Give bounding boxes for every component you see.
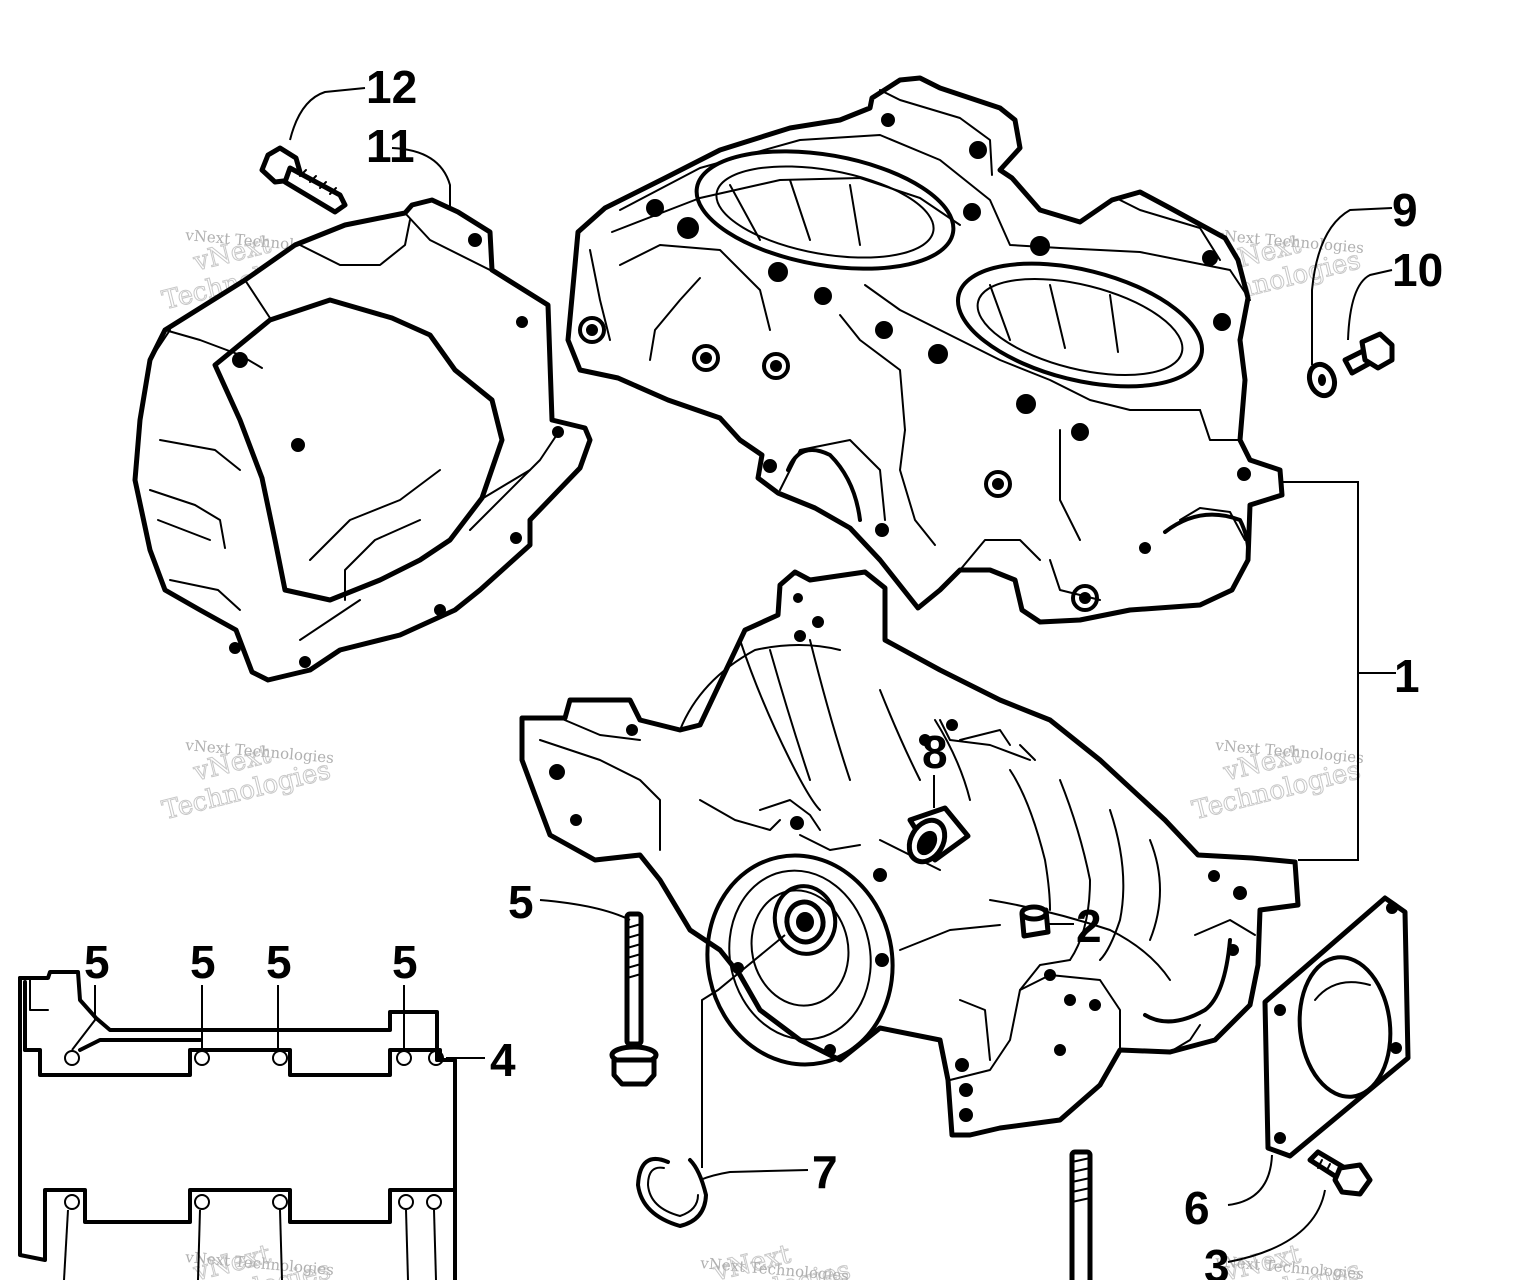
callout-4: 4 bbox=[490, 1034, 516, 1086]
bolt-10 bbox=[259, 145, 348, 215]
callout-7: 9 bbox=[1392, 184, 1418, 236]
leader-lines bbox=[63, 87, 1396, 1280]
callout-1: 1 bbox=[1394, 650, 1420, 702]
callout-10: 12 bbox=[366, 61, 417, 113]
callout-5-inset-c: 5 bbox=[266, 936, 292, 988]
callout-11: 6 bbox=[1184, 1182, 1210, 1234]
stud-bolt-5 bbox=[609, 911, 659, 1087]
gasket-plate-11 bbox=[1262, 895, 1411, 1159]
bolt-3 bbox=[1307, 1149, 1373, 1197]
dowel-sleeve-6 bbox=[906, 805, 971, 865]
washer-7 bbox=[1306, 361, 1338, 399]
callout-8: 10 bbox=[1392, 244, 1443, 296]
inset-gasket-diagram bbox=[18, 970, 457, 1280]
dowel-pin-2 bbox=[1019, 904, 1051, 939]
callout-5-stud: 5 bbox=[508, 876, 534, 928]
callout-3: 3 bbox=[1204, 1240, 1230, 1280]
long-stud bbox=[1069, 1149, 1093, 1280]
callout-labels: 12 11 9 10 1 8 5 2 5 5 5 5 4 7 6 3 bbox=[84, 61, 1443, 1280]
callout-6: 8 bbox=[922, 726, 948, 778]
callout-9: 11 bbox=[366, 120, 415, 172]
callout-5-inset-d: 5 bbox=[392, 936, 418, 988]
callout-2: 2 bbox=[1076, 900, 1102, 952]
bolt-8 bbox=[1342, 331, 1395, 376]
callout-5-inset-b: 5 bbox=[190, 936, 216, 988]
upper-crankcase bbox=[565, 75, 1285, 625]
snap-ring-12 bbox=[636, 1156, 708, 1228]
flywheel-housing bbox=[132, 197, 593, 683]
callout-12: 7 bbox=[812, 1146, 838, 1198]
callout-5-inset-a: 5 bbox=[84, 936, 110, 988]
